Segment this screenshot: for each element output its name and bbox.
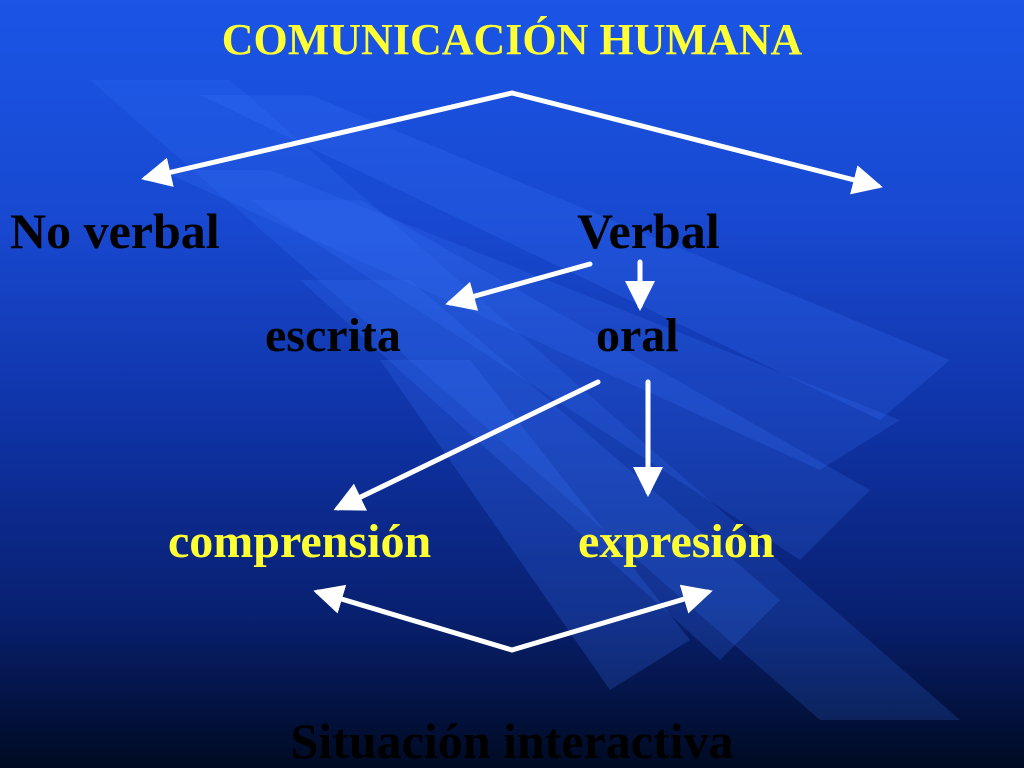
diagonal-band (200, 95, 950, 420)
node-expresion: expresión (578, 515, 775, 568)
node-oral: oral (596, 309, 679, 362)
diagonal-band (380, 360, 690, 690)
diagonal-band (160, 170, 900, 470)
diagonal-band (300, 280, 780, 660)
node-comprension: comprensión (168, 515, 432, 568)
node-escrita: escrita (265, 309, 401, 362)
diagonal-band (250, 200, 870, 560)
node-verbal: Verbal (577, 203, 720, 259)
arrow-to-no-verbal (141, 90, 515, 187)
arrow-to-comprension (333, 379, 601, 511)
node-no-verbal: No verbal (10, 203, 220, 259)
diagonal-band (90, 80, 960, 720)
node-situacion-interactiva: Situación interactiva (290, 713, 734, 768)
arrow-situacion-to-expresion (509, 584, 713, 653)
arrow-to-escrita (445, 261, 593, 311)
arrow-to-verbal (509, 90, 883, 195)
arrow-situacion-to-comprension (313, 584, 515, 653)
diagram-title: COMUNICACIÓN HUMANA (221, 15, 803, 64)
